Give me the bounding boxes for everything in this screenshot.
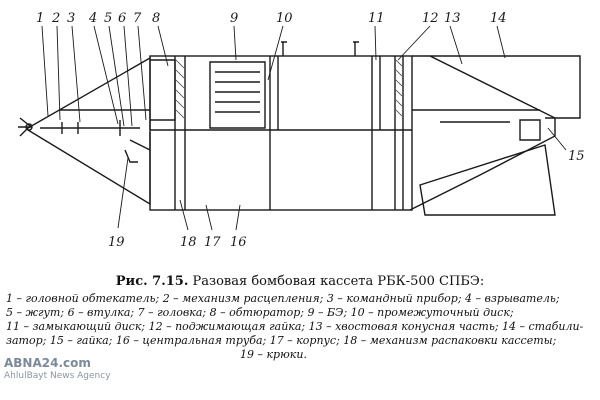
callout-16: 16 bbox=[230, 235, 247, 250]
watermark-logo: ABNA24.com bbox=[4, 356, 91, 370]
callout-17: 17 bbox=[204, 235, 221, 250]
callout-10: 10 bbox=[276, 11, 293, 26]
caption-label: Рис. 7.15. bbox=[115, 274, 189, 289]
legend-line-1: 1 – головной обтекатель; 2 – механизм ра… bbox=[6, 292, 560, 305]
callout-6: 6 bbox=[118, 11, 126, 26]
callout-14: 14 bbox=[490, 11, 507, 26]
callout-4: 4 bbox=[88, 11, 97, 26]
callout-1: 1 bbox=[36, 11, 44, 26]
callout-3: 3 bbox=[67, 11, 75, 26]
bomb-cassette-diagram: 1 2 3 4 5 6 7 8 9 10 11 12 13 14 15 16 1… bbox=[18, 11, 585, 250]
callout-11: 11 bbox=[368, 11, 385, 26]
legend-line-3: 11 – замыкающий диск; 12 – поджимающая г… bbox=[6, 320, 584, 333]
callout-8: 8 bbox=[152, 11, 160, 26]
hatching bbox=[175, 59, 403, 119]
callout-18: 18 bbox=[180, 235, 197, 250]
callout-12: 12 bbox=[422, 11, 439, 26]
callout-7: 7 bbox=[133, 11, 142, 26]
callout-19: 19 bbox=[108, 235, 125, 250]
legend-line-5: 19 – крюки. bbox=[240, 348, 307, 361]
leader-lines bbox=[41, 25, 567, 231]
callout-2: 2 bbox=[51, 11, 60, 26]
callout-9: 9 bbox=[230, 11, 238, 26]
callout-13: 13 bbox=[444, 11, 461, 26]
legend-line-2: 5 – жгут; 6 – втулка; 7 – головка; 8 – о… bbox=[6, 306, 514, 319]
callout-labels: 1 2 3 4 5 6 7 8 9 10 11 12 13 14 15 16 1… bbox=[36, 11, 585, 250]
caption-title-text: Разовая бомбовая кассета РБК-500 СПБЭ: bbox=[192, 274, 485, 289]
callout-15: 15 bbox=[568, 149, 585, 164]
callout-5: 5 bbox=[104, 11, 112, 26]
legend-line-4: затор; 15 – гайка; 16 – центральная труб… bbox=[6, 334, 557, 347]
outline-drawing bbox=[18, 41, 581, 216]
watermark-subtitle: AhlulBayt News Agency bbox=[4, 371, 111, 381]
figure-caption: Рис. 7.15. Разовая бомбовая кассета РБК-… bbox=[0, 274, 600, 289]
